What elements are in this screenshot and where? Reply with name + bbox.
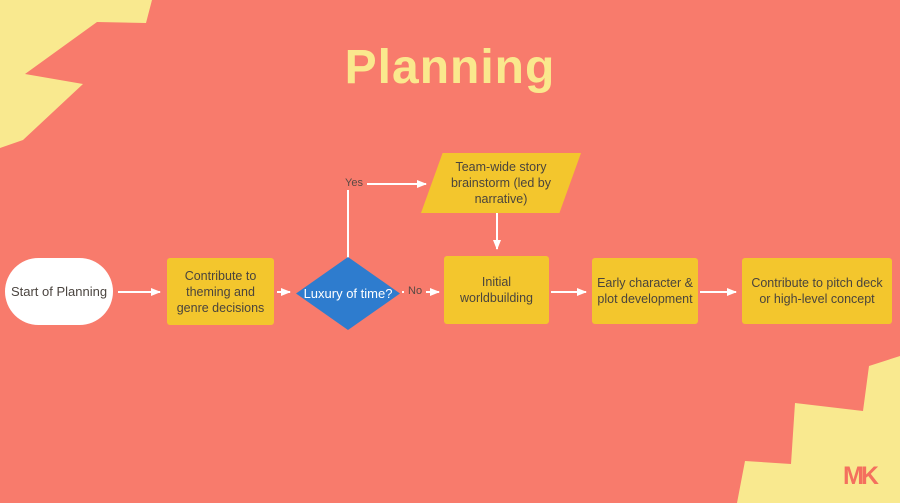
edge-label-yes: Yes [341,176,367,190]
flow-node-brainstorm-parallelogram: Team-wide story brainstorm (led by narra… [421,153,581,213]
page-title: Planning [344,41,556,94]
flow-node-decision-diamond: Luxury of time? [296,257,400,330]
flow-node-theming: Contribute to theming and genre decision… [167,258,274,325]
flow-node-pitch: Contribute to pitch deck or high-level c… [742,258,892,324]
flow-node-worldbuilding: Initial worldbuilding [444,256,549,324]
flow-node-start: Start of Planning [5,258,113,325]
mk-logo: MK [843,462,879,490]
edge-label-no: No [404,284,427,298]
flow-node-character: Early character & plot development [592,258,698,324]
